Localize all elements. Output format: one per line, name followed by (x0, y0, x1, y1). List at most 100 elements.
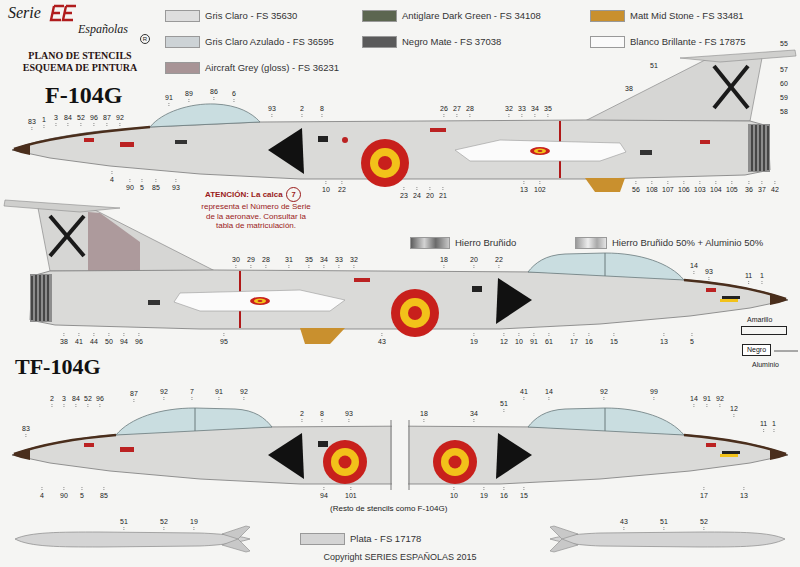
legend-swatch (165, 36, 200, 48)
leader-line (348, 419, 349, 422)
legend-text: Matt Mid Stone - FS 33481 (630, 10, 744, 22)
leader-line (163, 397, 164, 400)
callout-number: 94 (120, 338, 128, 346)
leader-line (235, 265, 236, 268)
callout-number: 2 (50, 395, 54, 403)
leader-line (119, 123, 120, 126)
leader-line (534, 114, 535, 117)
callout-number: 99 (650, 388, 658, 396)
leader-line (539, 180, 540, 184)
callout-number: 19 (190, 518, 198, 526)
leader-line (106, 123, 107, 126)
callout-number: 83 (28, 118, 36, 126)
callout-number: 96 (135, 338, 143, 346)
leader-line (603, 397, 604, 400)
legend-text: Antiglare Dark Green - FS 34108 (402, 10, 541, 22)
leader-line (663, 332, 664, 336)
leader-line (80, 123, 81, 126)
callout-number: 92 (600, 388, 608, 396)
legend-swatch (165, 10, 200, 22)
callout-number: 27 (453, 105, 461, 113)
leader-line (503, 486, 504, 490)
leader-line (301, 419, 302, 422)
callout-number: 13 (740, 492, 748, 500)
callout-number: 92 (240, 388, 248, 396)
leader-line (75, 404, 76, 407)
leader-line (265, 265, 266, 268)
callout-number: 36 (745, 186, 753, 194)
copyright-caption: Copyright SERIES ESPAÑOLAS 2015 (0, 552, 800, 562)
callout-number: 6 (232, 90, 236, 98)
callout-number: 61 (545, 338, 553, 346)
leader-line (193, 527, 194, 530)
callout-number: 13 (660, 338, 668, 346)
leader-line (423, 419, 424, 422)
leader-line (103, 486, 104, 490)
callout-number: 1 (42, 116, 46, 124)
leader-line (55, 123, 56, 126)
callout-number: 38 (60, 338, 68, 346)
leader-line (733, 414, 734, 417)
leader-line (635, 180, 636, 184)
callout-number: 56 (632, 186, 640, 194)
callout-number: 1 (772, 420, 776, 428)
leader-line (168, 103, 169, 106)
leader-line (508, 114, 509, 117)
color-label: Aluminio (752, 361, 779, 368)
callout-number: 4 (110, 176, 114, 184)
callout-number: 16 (585, 338, 593, 346)
callout-number: 96 (96, 395, 104, 403)
leader-line (123, 332, 124, 336)
leader-line (403, 186, 404, 190)
leader-line (138, 332, 139, 336)
callout-number: 14 (690, 262, 698, 270)
leader-line (719, 404, 720, 407)
callout-number: 12 (500, 338, 508, 346)
leader-line (774, 180, 775, 184)
callout-number: 15 (520, 492, 528, 500)
callout-number: 91 (530, 338, 538, 346)
callout-number: 5 (690, 338, 694, 346)
leader-line (573, 332, 574, 336)
leader-line (761, 281, 762, 284)
warning-note: ATENCIÓN: La calca (205, 190, 283, 199)
callout-number: 5 (140, 184, 144, 192)
callout-number: 17 (700, 492, 708, 500)
leader-line (25, 434, 26, 437)
color-box: Negro (742, 344, 771, 356)
leader-line (706, 404, 707, 407)
leader-line (163, 527, 164, 530)
leader-line (651, 180, 652, 184)
callout-number: 3 (54, 114, 58, 122)
leader-line (43, 125, 44, 128)
leader-line (693, 404, 694, 407)
leader-line (218, 397, 219, 400)
leader-line (350, 486, 351, 490)
callout-number: 51 (660, 518, 668, 526)
leader-line (308, 265, 309, 268)
callout-number: 30 (232, 256, 240, 264)
callout-number: 107 (662, 186, 674, 194)
callout-number: 51 (120, 518, 128, 526)
callout-number: 108 (646, 186, 658, 194)
leader-line (63, 486, 64, 490)
leader-line (338, 265, 339, 268)
leader-line (123, 527, 124, 530)
leader-line (699, 180, 700, 184)
callout-number: 34 (470, 410, 478, 418)
warning-note: representa el Número de Serie de la aero… (200, 202, 312, 231)
callout-number: 92 (716, 395, 724, 403)
callout-number: 28 (466, 105, 474, 113)
logo-text: Españolas (78, 22, 128, 37)
callout-number: 10 (322, 186, 330, 194)
callout-number: 12 (730, 405, 738, 413)
callout-number: 84 (72, 395, 80, 403)
callout-number: 42 (771, 186, 779, 194)
callout-number: 3 (62, 395, 66, 403)
callout-number: 15 (610, 338, 618, 346)
leader-line (443, 114, 444, 117)
leader-line (523, 486, 524, 490)
leader-line (63, 404, 64, 407)
leader-line (41, 486, 42, 490)
